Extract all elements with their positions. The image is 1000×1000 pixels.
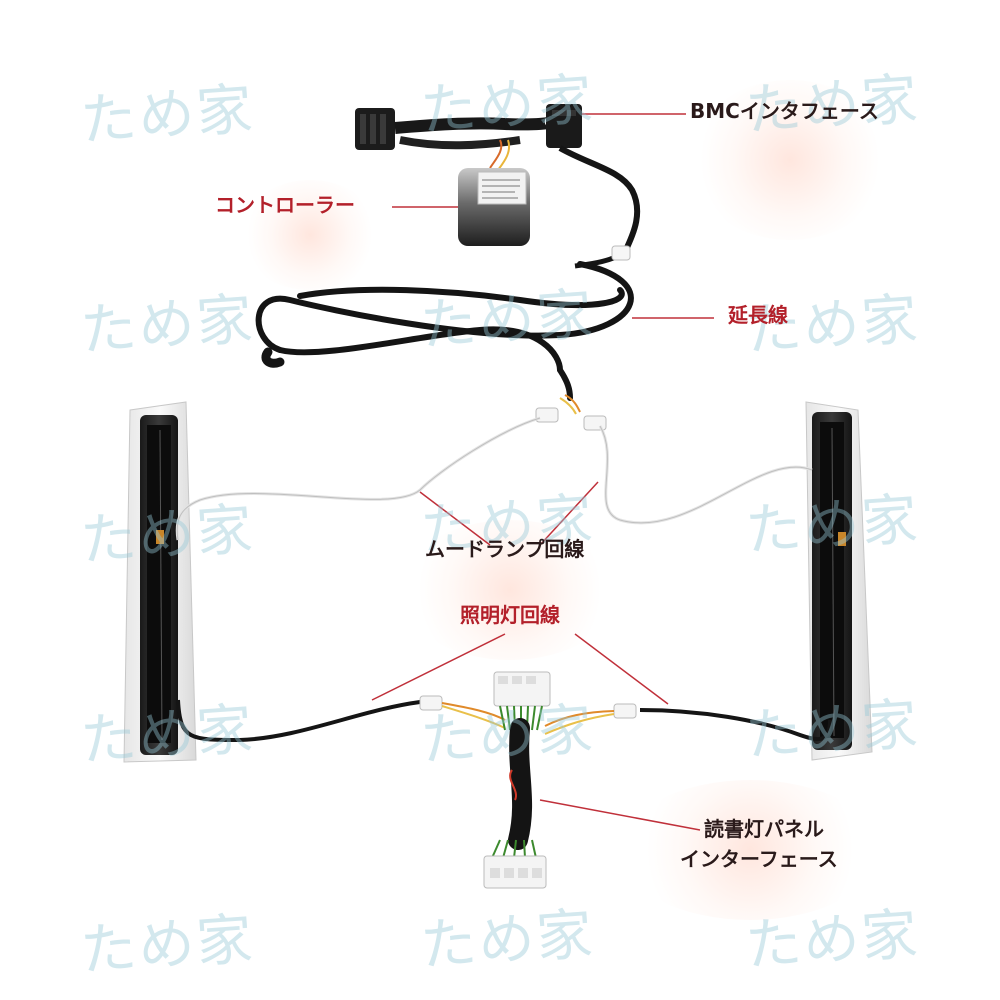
watermark: ため家 xyxy=(418,901,597,979)
label-glow xyxy=(240,180,380,290)
leader-lines xyxy=(371,113,714,831)
label-glow xyxy=(690,80,890,240)
bottom-panel-connector xyxy=(483,855,547,889)
lighting-wires xyxy=(176,699,832,743)
controller-module xyxy=(458,168,530,246)
leader-mood-right xyxy=(539,481,599,546)
inline-connector xyxy=(611,245,631,261)
controller-label: コントローラー xyxy=(215,193,355,217)
watermark: ため家 xyxy=(743,691,922,769)
leader-lighting-left xyxy=(371,633,506,701)
right-lighting-connector xyxy=(613,703,637,719)
controller-sticker xyxy=(477,171,527,205)
watermark: ため家 xyxy=(418,66,597,144)
label-glow xyxy=(620,780,880,920)
watermark: ため家 xyxy=(743,901,922,979)
extension-cable-coil xyxy=(255,261,634,401)
reading-panel-interface-label-line2: インターフェース xyxy=(680,847,838,871)
reading-panel-harness xyxy=(441,671,615,889)
watermark: ため家 xyxy=(418,281,597,359)
splitter xyxy=(535,394,607,431)
bmc-harness xyxy=(355,104,641,254)
extension-cable-label: 延長線 xyxy=(728,303,788,327)
watermark: ため家 xyxy=(78,696,257,774)
watermark: ため家 xyxy=(78,496,257,574)
mood-lamp-circuit-label: ムードランプ回線 xyxy=(425,537,585,561)
watermark: ため家 xyxy=(78,76,257,154)
reading-panel-interface-label-line1: 読書灯パネル xyxy=(704,817,824,841)
label-glow xyxy=(400,520,620,660)
leader-reading-panel xyxy=(539,799,701,831)
leader-mood-left xyxy=(419,491,491,546)
watermark: ため家 xyxy=(418,696,597,774)
bmc-interface-label: BMCインタフェース xyxy=(690,99,879,123)
watermark: ため家 xyxy=(78,286,257,364)
watermark: ため家 xyxy=(743,486,922,564)
left-lamp-panel xyxy=(123,401,197,763)
leader-lighting-right xyxy=(574,633,669,705)
watermark: ため家 xyxy=(78,906,257,984)
right-lamp-panel xyxy=(805,401,873,761)
lighting-circuit-label: 照明灯回線 xyxy=(460,603,560,627)
